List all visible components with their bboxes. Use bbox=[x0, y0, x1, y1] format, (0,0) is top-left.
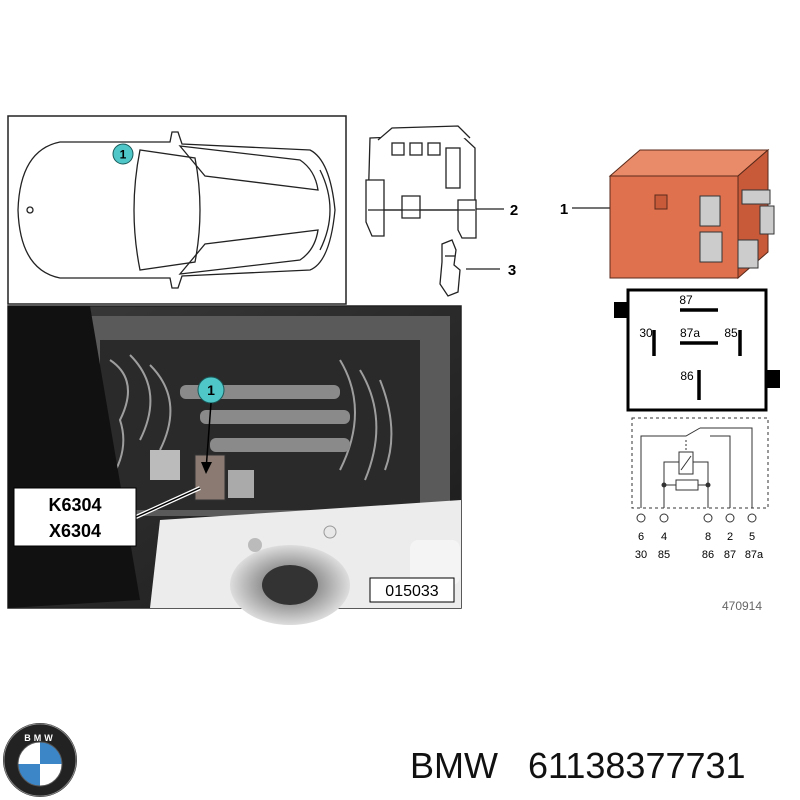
schematic-pin-85: 85 bbox=[658, 549, 670, 561]
schematic-pin-87: 87 bbox=[724, 549, 736, 561]
connector-block-left bbox=[150, 450, 180, 480]
pin-87-label: 87 bbox=[679, 293, 693, 307]
schematic-pin-87a: 87a bbox=[745, 549, 764, 561]
relay-drawing bbox=[608, 148, 775, 280]
location-marker-number: 1 bbox=[120, 148, 127, 162]
part-number: 61138377731 bbox=[528, 745, 746, 786]
terminal-5: 5 bbox=[749, 531, 755, 543]
car-outline bbox=[17, 131, 336, 289]
part-label-2: 2 bbox=[510, 202, 518, 219]
terminal-4: 4 bbox=[661, 531, 667, 543]
terminal-drawing bbox=[439, 239, 461, 297]
pin-85-label: 85 bbox=[724, 326, 738, 340]
terminal-6: 6 bbox=[638, 531, 644, 543]
terminal-8: 8 bbox=[705, 531, 711, 543]
pin-86-label: 86 bbox=[680, 369, 694, 383]
engine-bay-photo: 1 K6304 X6304 015033 bbox=[7, 305, 462, 625]
diagram-reference: 470914 bbox=[722, 599, 762, 613]
relay-pin-face: 87 30 87a 85 86 bbox=[614, 288, 780, 412]
photo-reference: 015033 bbox=[385, 583, 438, 600]
relay-schematic bbox=[631, 417, 769, 523]
schematic-pin-30: 30 bbox=[635, 549, 647, 561]
connector-code-k: K6304 bbox=[48, 495, 101, 515]
relay-in-photo bbox=[194, 454, 226, 501]
part-label-1: 1 bbox=[560, 201, 568, 218]
car-location-panel: 1 bbox=[7, 115, 347, 305]
schematic-terminal-numbers: 6 4 8 2 5 30 85 86 87 87a bbox=[635, 531, 764, 561]
pin-30-label: 30 bbox=[639, 326, 653, 340]
part-label-3: 3 bbox=[508, 262, 516, 279]
connector-code-x: X6304 bbox=[49, 521, 101, 541]
photo-marker-number: 1 bbox=[207, 382, 215, 398]
svg-text:BMW: BMW bbox=[24, 733, 56, 743]
brand-name: BMW bbox=[410, 745, 498, 786]
location-marker-badge bbox=[112, 143, 134, 165]
pin-87a-label: 87a bbox=[680, 326, 700, 340]
relay-socket-drawing bbox=[365, 125, 477, 239]
terminal-2: 2 bbox=[727, 531, 733, 543]
bmw-logo-icon: BMW bbox=[3, 723, 77, 797]
schematic-pin-86: 86 bbox=[702, 549, 714, 561]
